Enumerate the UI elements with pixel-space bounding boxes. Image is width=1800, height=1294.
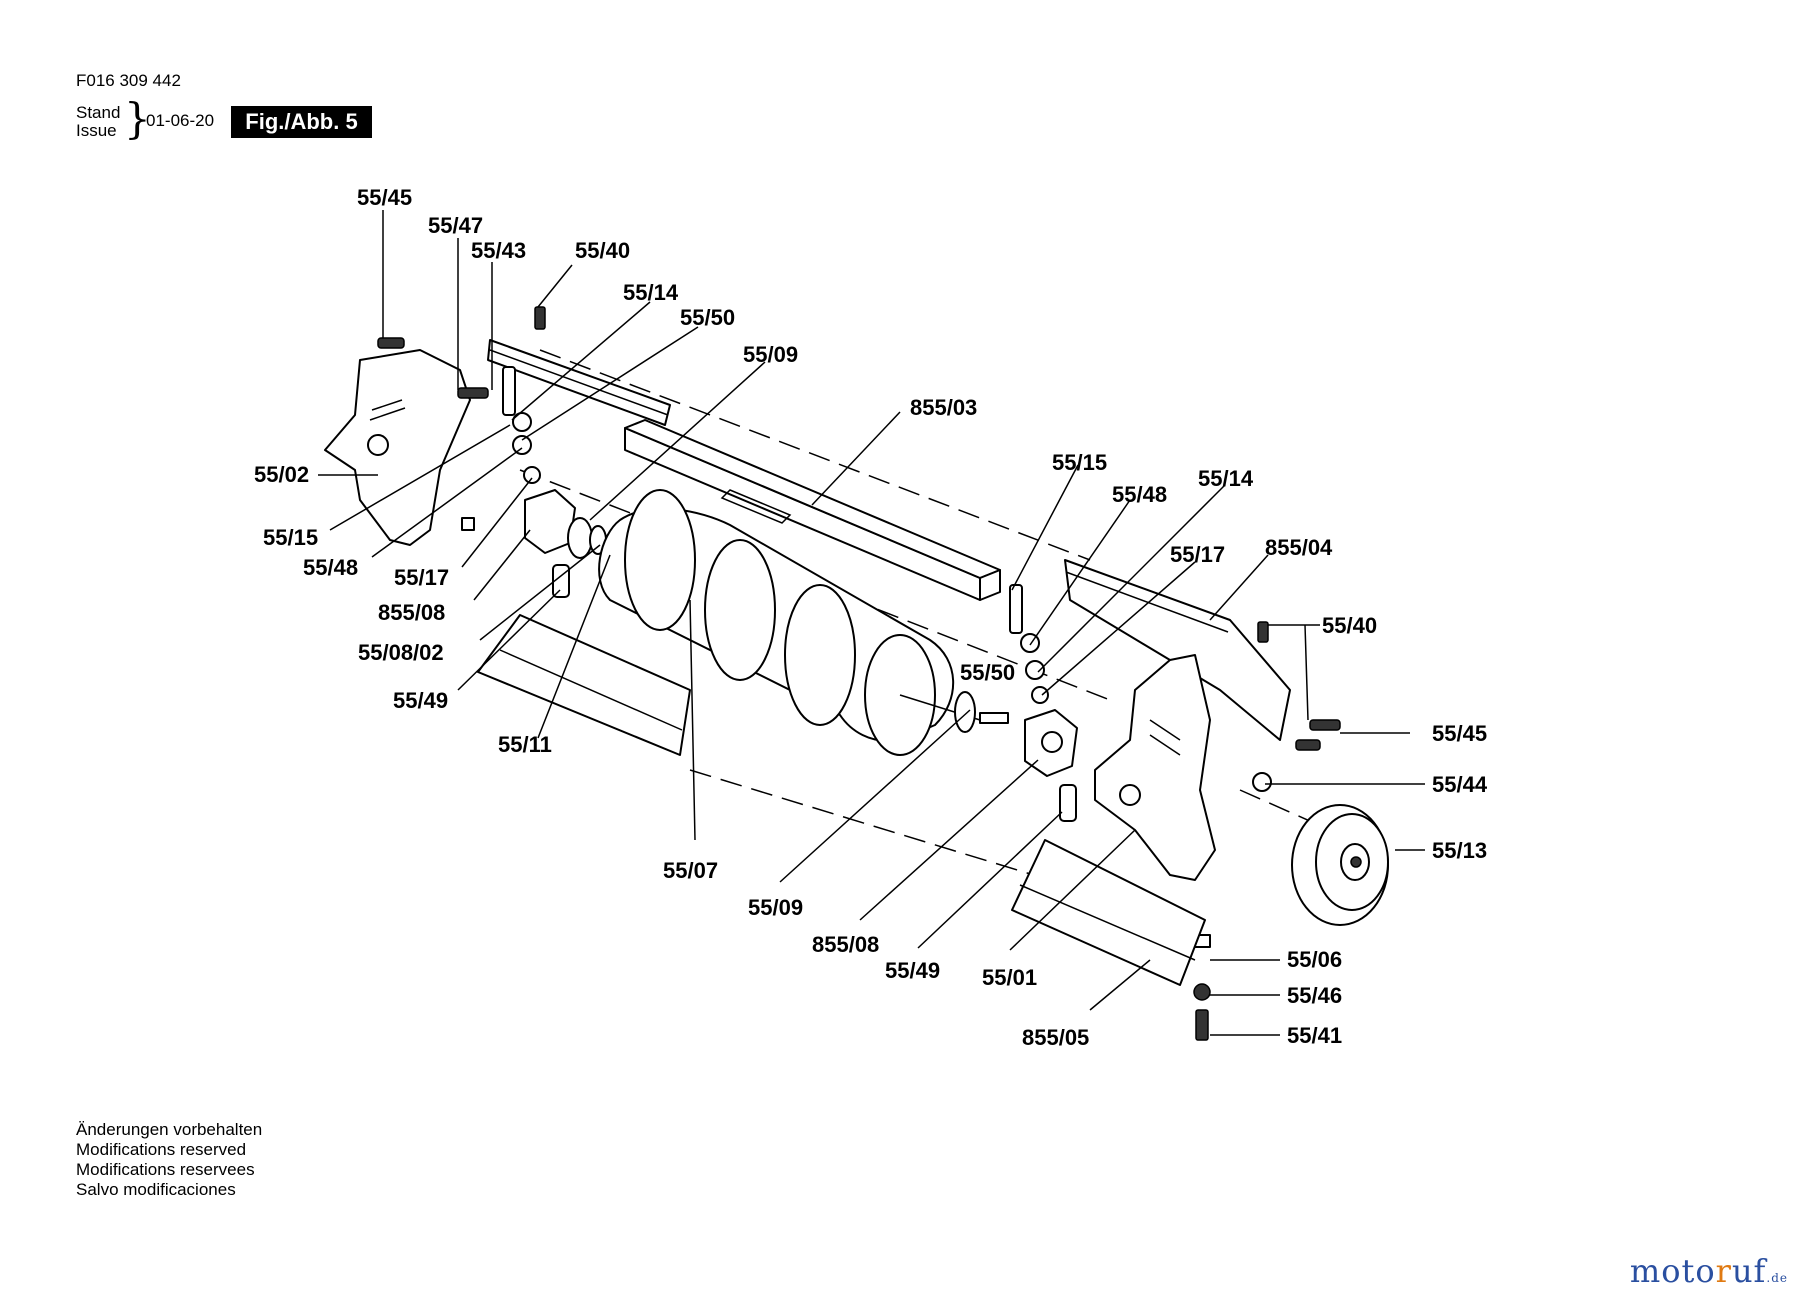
left-blade <box>477 614 691 756</box>
footer-notice: Änderungen vorbehalten Modifications res… <box>76 1120 262 1200</box>
right-blade <box>1011 839 1206 986</box>
right-top-bar <box>1064 559 1291 741</box>
part-label: 55/50 <box>680 305 735 330</box>
watermark-part: .de <box>1766 1271 1788 1285</box>
footer-line: Modifications reserved <box>76 1140 247 1159</box>
issue-date: 01-06-20 <box>146 111 215 130</box>
part-label: 55/14 <box>623 280 679 305</box>
footer-line: Änderungen vorbehalten <box>76 1120 263 1139</box>
stand-label: Stand <box>76 103 121 122</box>
issue-label: Issue <box>76 121 117 140</box>
brace-glyph: } <box>124 94 151 143</box>
watermark-part: r <box>1715 1252 1732 1290</box>
left-knob <box>524 489 607 559</box>
springs <box>502 366 1077 822</box>
part-label: 55/13 <box>1432 838 1487 863</box>
part-label: 55/09 <box>743 342 798 367</box>
part-label: 855/04 <box>1265 535 1333 560</box>
part-label: 55/44 <box>1432 772 1488 797</box>
rod-855-03 <box>624 419 1001 601</box>
part-label: 55/45 <box>357 185 412 210</box>
part-label: 55/08/02 <box>358 640 444 665</box>
part-label: 55/40 <box>575 238 630 263</box>
axis-line <box>519 469 1111 701</box>
part-label: 55/40 <box>1322 613 1377 638</box>
watermark-part: moto <box>1629 1252 1716 1290</box>
part-label: 55/14 <box>1198 466 1254 491</box>
wheel <box>1291 804 1389 926</box>
axis-line <box>689 769 1051 881</box>
reel-cylinder <box>598 489 1009 756</box>
part-label: 55/46 <box>1287 983 1342 1008</box>
part-labels: 55/45 55/47 55/43 55/40 55/14 55/50 55/0… <box>254 185 1488 1050</box>
part-label: 55/17 <box>394 565 449 590</box>
part-label: 855/05 <box>1022 1025 1089 1050</box>
part-label: 55/45 <box>1432 721 1487 746</box>
left-side-plate <box>324 349 475 546</box>
part-label: 55/11 <box>498 732 552 757</box>
part-label: 55/15 <box>1052 450 1107 475</box>
axis-line <box>539 349 1091 561</box>
right-knob <box>1024 709 1078 777</box>
small-hardware <box>377 306 1341 1041</box>
part-label: 55/49 <box>885 958 940 983</box>
part-label: 55/02 <box>254 462 309 487</box>
footer-line: Salvo modificaciones <box>76 1180 236 1199</box>
document-number: F016 309 442 <box>76 71 181 90</box>
part-label: 855/03 <box>910 395 977 420</box>
part-label: 55/48 <box>1112 482 1167 507</box>
part-label: 55/50 <box>960 660 1015 685</box>
part-label: 55/47 <box>428 213 483 238</box>
part-label: 55/06 <box>1287 947 1342 972</box>
part-label: 55/09 <box>748 895 803 920</box>
footer-line: Modifications reservees <box>76 1160 255 1179</box>
watermark-logo: motoruf.de <box>1630 1252 1788 1290</box>
part-label: 55/15 <box>263 525 318 550</box>
part-label: 855/08 <box>812 932 879 957</box>
part-label: 55/01 <box>982 965 1037 990</box>
part-label: 55/17 <box>1170 542 1225 567</box>
part-label: 55/07 <box>663 858 718 883</box>
leader-lines <box>318 210 1425 1036</box>
part-label: 55/49 <box>393 688 448 713</box>
part-label: 55/43 <box>471 238 526 263</box>
right-side-plate <box>1094 654 1216 881</box>
watermark-part: uf <box>1731 1252 1767 1290</box>
part-label: 55/41 <box>1287 1023 1342 1048</box>
part-label: 55/48 <box>303 555 358 580</box>
figure-badge: Fig./Abb. 5 <box>231 106 372 138</box>
part-label: 855/08 <box>378 600 445 625</box>
